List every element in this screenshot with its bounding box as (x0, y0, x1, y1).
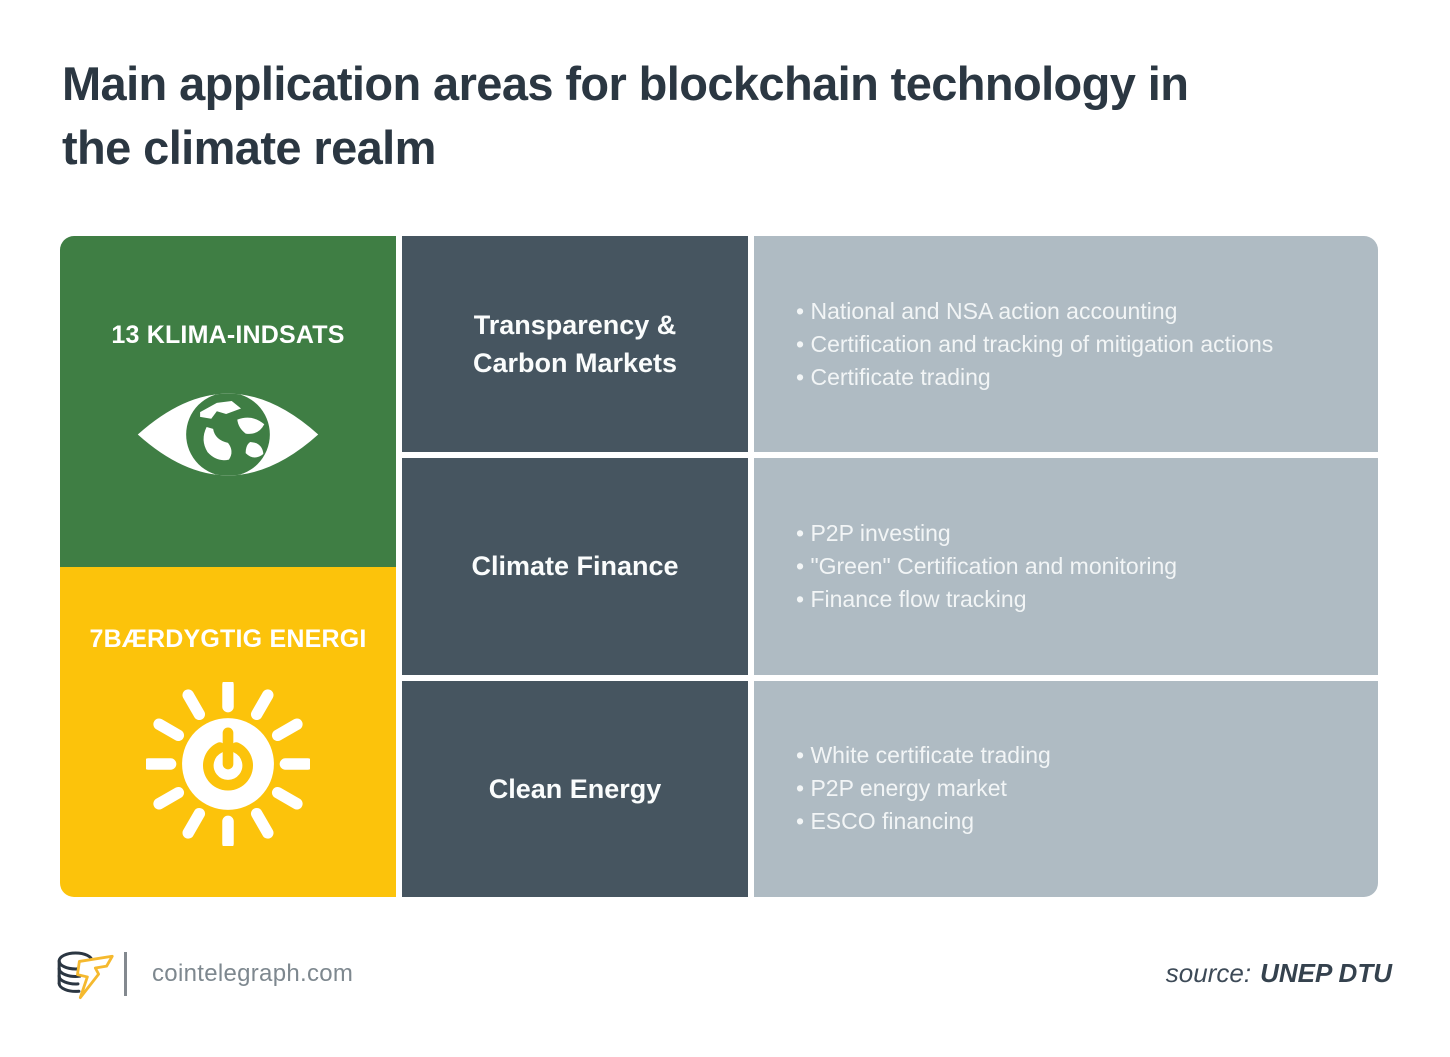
page-title: Main application areas for blockchain te… (62, 52, 1189, 180)
sdg-goals-column: 13 KLIMA-INDSATS 7BÆRDYGTIG ENERGI (60, 236, 396, 897)
category-label: Transparency & Carbon Markets (472, 310, 678, 379)
sdg13-eye-globe-icon (137, 393, 319, 476)
bullet-item: P2P energy market (796, 772, 1354, 805)
bullet-item: Finance flow tracking (796, 583, 1354, 616)
bullet-item: White certificate trading (796, 739, 1354, 772)
category-label: Clean Energy (488, 773, 662, 804)
bullet-item: "Green" Certification and monitoring (796, 550, 1354, 583)
table-rows: Transparency & Carbon Markets National a… (402, 236, 1378, 897)
bullet-item: Certificate trading (796, 361, 1354, 394)
sdg7-sun-power-icon (146, 681, 310, 846)
category-label: Climate Finance (471, 551, 679, 582)
table-row-clean-energy: Clean Energy White certificate trading P… (402, 680, 1378, 897)
category-cell-transparency: Transparency & Carbon Markets (402, 236, 748, 453)
source-label: source: (1165, 958, 1252, 988)
page-title-line-1: Main application areas for blockchain te… (62, 57, 1189, 110)
sdg13-climate-action-card: 13 KLIMA-INDSATS (60, 236, 396, 567)
cointelegraph-coins-bolt-icon (57, 951, 114, 1000)
description-cell-transparency: National and NSA action accounting Certi… (754, 236, 1378, 453)
sdg13-label: 13 KLIMA-INDSATS (111, 321, 345, 349)
footer-site-label: cointelegraph.com (152, 960, 354, 987)
description-cell-climate-finance: P2P investing "Green" Certification and … (754, 458, 1378, 675)
bullet-item: ESCO financing (796, 805, 1354, 838)
page-title-line-2: the climate realm (62, 121, 436, 174)
footer-source: source: UNEP DTU (1166, 958, 1392, 989)
bullet-item: P2P investing (796, 517, 1354, 550)
table-row-climate-finance: Climate Finance P2P investing "Green" Ce… (402, 458, 1378, 675)
category-cell-clean-energy: Clean Energy (402, 680, 748, 897)
footer-divider (124, 952, 127, 996)
description-cell-clean-energy: White certificate trading P2P energy mar… (754, 680, 1378, 897)
sdg7-clean-energy-card: 7BÆRDYGTIG ENERGI (60, 566, 396, 897)
bullet-item: Certification and tracking of mitigation… (796, 328, 1354, 361)
bullet-item: National and NSA action accounting (796, 295, 1354, 328)
sdg7-label: 7BÆRDYGTIG ENERGI (89, 624, 367, 653)
source-value: UNEP DTU (1260, 958, 1392, 988)
table-row-transparency: Transparency & Carbon Markets National a… (402, 236, 1378, 453)
category-cell-climate-finance: Climate Finance (402, 458, 748, 675)
application-areas-table: 13 KLIMA-INDSATS 7BÆRDYGTIG ENERGI (60, 236, 1378, 897)
